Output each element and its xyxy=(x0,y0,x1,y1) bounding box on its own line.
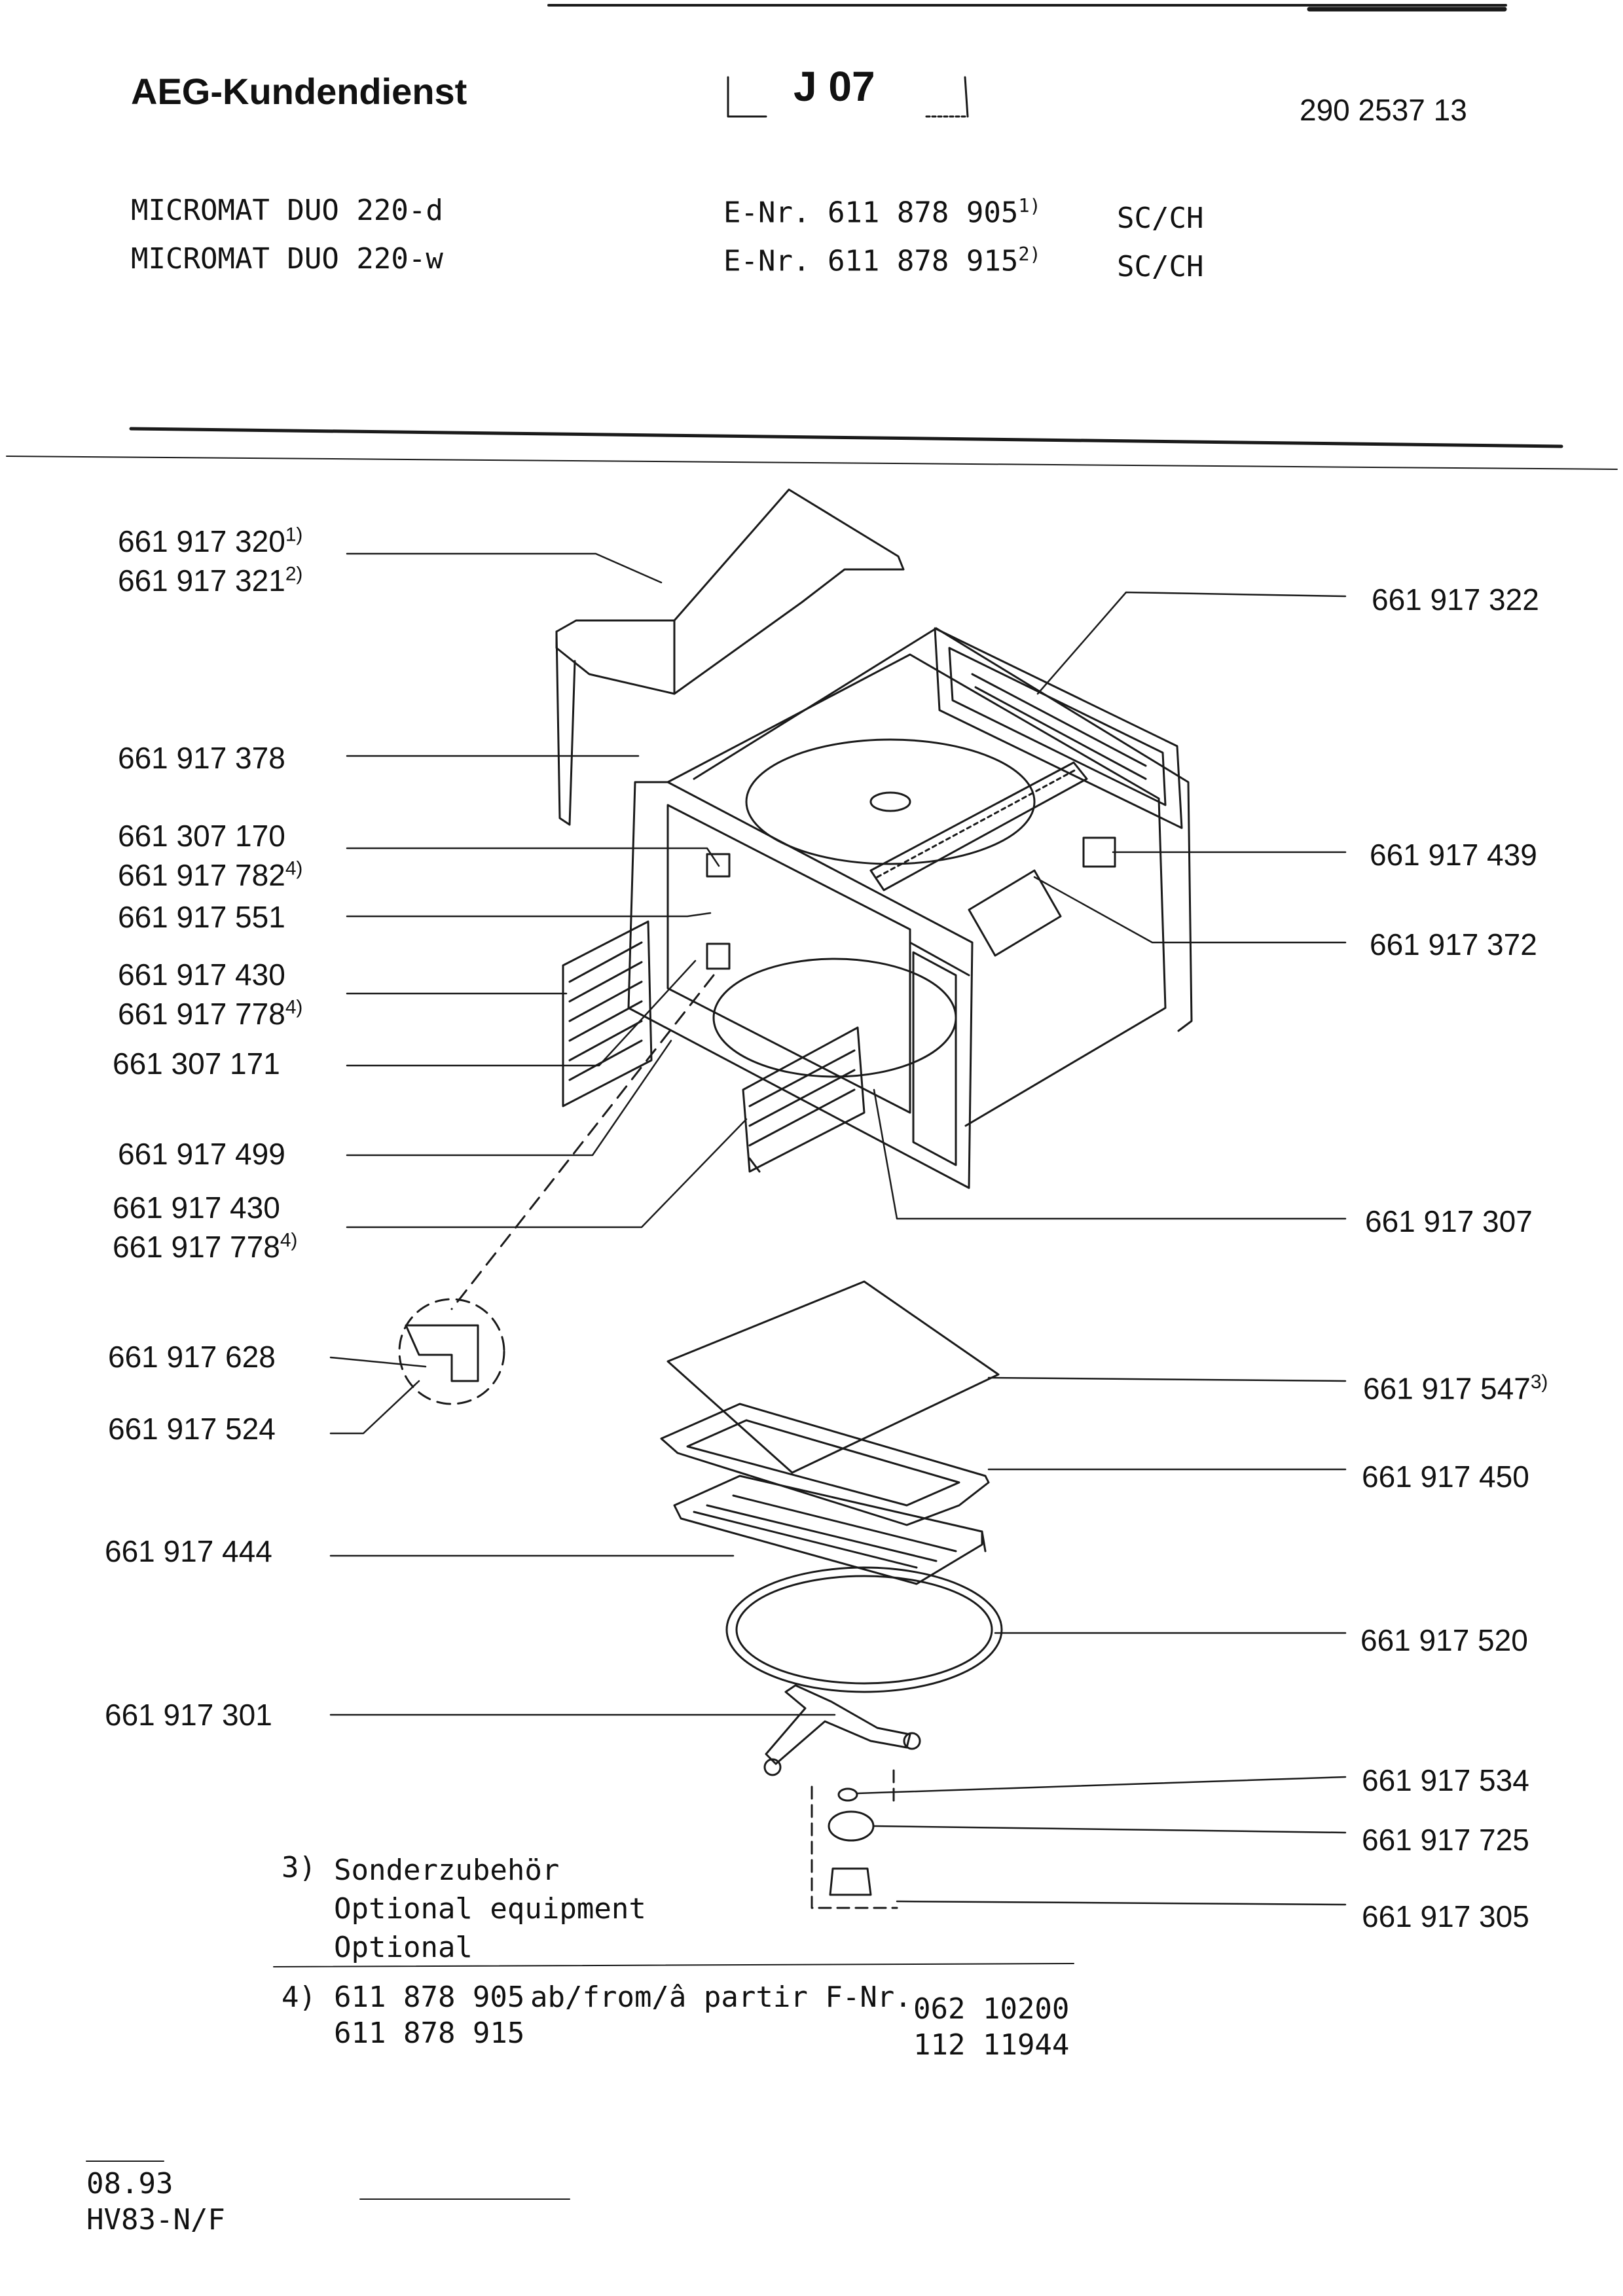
oven-cavity xyxy=(666,653,1167,1127)
model-name-2: MICROMAT DUO 220-w xyxy=(131,242,443,276)
footnote-3-mark: 3) xyxy=(282,1851,316,1884)
grill-bar xyxy=(869,761,1088,891)
model-enr-2: E-Nr. 611 878 9152) xyxy=(723,243,1041,278)
sensor-block xyxy=(1082,836,1116,868)
grill-tray xyxy=(660,1403,990,1526)
model-region-1: SC/CH xyxy=(1117,202,1204,235)
detail-link-line xyxy=(450,974,715,1310)
part-label-left-6: 661 307 171 xyxy=(113,1047,280,1081)
switch-connector xyxy=(706,853,731,878)
thermostat-connector xyxy=(706,942,731,970)
part-label-left-10: 661 917 524 xyxy=(108,1412,276,1446)
footnote-4-model-1: 611 878 905 xyxy=(334,1981,525,2014)
part-label-left-2: 661 917 378 xyxy=(118,741,285,775)
part-label-right-3: 661 917 372 xyxy=(1370,927,1537,961)
leader-lines-right xyxy=(856,591,1347,1906)
footnote-4-mark: 4) xyxy=(282,1981,316,2014)
leader-lines-left xyxy=(329,552,836,1716)
part-label-right-10: 661 917 305 xyxy=(1362,1899,1529,1933)
top-cover xyxy=(555,488,905,695)
part-label-right-4: 661 917 307 xyxy=(1365,1204,1533,1238)
footnote-4-serial-1: 062 10200 xyxy=(913,1992,1070,2026)
back-panel xyxy=(934,627,1183,829)
document-number: 290 2537 13 xyxy=(1300,93,1467,127)
detail-circle xyxy=(398,1298,505,1405)
front-frame xyxy=(627,781,974,1189)
model-enr-1: E-Nr. 611 878 9051) xyxy=(723,194,1041,230)
part-label-right-5: 661 917 5473) xyxy=(1363,1371,1548,1406)
wire-rack xyxy=(673,1475,987,1585)
footer-code: HV83-N/F xyxy=(86,2203,225,2236)
part-label-right-7: 661 917 520 xyxy=(1360,1623,1528,1657)
brand-title: AEG-Kundendienst xyxy=(131,71,467,112)
part-label-left-5: 661 917 430 661 917 7784) xyxy=(118,958,303,1031)
footnote-3-text: Sonderzubehör Optional equipment Optiona… xyxy=(334,1854,646,1964)
turntable-support xyxy=(763,1684,921,1776)
part-label-right-1: 661 917 322 xyxy=(1372,583,1539,617)
part-label-right-9: 661 917 725 xyxy=(1362,1823,1529,1857)
footnote-4-serial-2: 112 11944 xyxy=(913,2028,1070,2062)
model-region-2: SC/CH xyxy=(1117,250,1204,283)
bracket-right xyxy=(964,76,969,118)
part-label-left-4: 661 917 551 xyxy=(118,900,285,934)
part-label-left-8: 661 917 430 661 917 7784) xyxy=(113,1191,298,1264)
header-separator-thin xyxy=(6,456,1618,470)
part-label-left-11: 661 917 444 xyxy=(105,1534,272,1568)
footnote-4-text: ab/from/â partir F-Nr. xyxy=(530,1981,912,2014)
bracket-left xyxy=(727,76,767,118)
model-name-1: MICROMAT DUO 220-d xyxy=(131,194,443,227)
turntable-motor xyxy=(811,1769,898,1909)
header-separator xyxy=(129,427,1563,448)
baking-plate xyxy=(666,1280,1000,1474)
part-label-left-9: 661 917 628 xyxy=(108,1340,276,1374)
inner-heating-element xyxy=(742,1026,866,1173)
left-heating-element xyxy=(562,920,653,1107)
magnetron xyxy=(968,869,1062,957)
part-label-left-3: 661 307 170 661 917 7824) xyxy=(118,819,303,892)
footer-date: 08.93 xyxy=(86,2167,173,2200)
section-code: J 07 xyxy=(793,63,875,110)
part-label-left-1: 661 917 3201) 661 917 3212) xyxy=(118,524,303,598)
part-label-left-7: 661 917 499 xyxy=(118,1137,285,1171)
footnote-4-model-2: 611 878 915 xyxy=(334,2017,525,2050)
part-label-right-6: 661 917 450 xyxy=(1362,1460,1529,1494)
part-label-right-8: 661 917 534 xyxy=(1362,1763,1529,1797)
part-label-left-12: 661 917 301 xyxy=(105,1698,272,1732)
part-label-right-2: 661 917 439 xyxy=(1370,838,1537,872)
turntable-plate xyxy=(725,1566,1003,1693)
